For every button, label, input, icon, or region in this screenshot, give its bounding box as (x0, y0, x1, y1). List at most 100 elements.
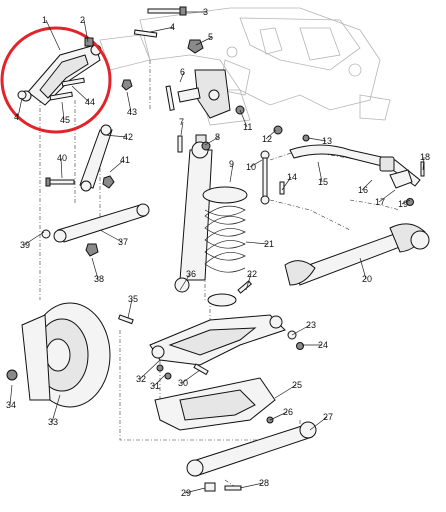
callout-label-c39: 39 (20, 240, 30, 250)
callout-label-c40: 40 (57, 153, 67, 163)
leader-line-c45 (61, 101, 65, 121)
callout-label-c38: 38 (94, 274, 104, 284)
callout-label-c24: 24 (318, 340, 328, 350)
leader-line-c15 (317, 161, 323, 183)
callout-label-c20: 20 (362, 274, 372, 284)
callout-label-c13: 13 (322, 136, 332, 146)
nut-2 (84, 37, 94, 47)
callout-label-c23: 23 (306, 320, 316, 330)
bolt-35 (117, 314, 134, 325)
nut-31 (164, 372, 172, 380)
leader-line-c23 (291, 324, 311, 336)
callout-label-c42: 42 (123, 132, 133, 142)
lower-shield (154, 377, 276, 431)
leader-line-c31 (153, 374, 166, 387)
callout-label-c36: 36 (186, 269, 196, 279)
callout-label-c3: 3 (203, 7, 208, 17)
callout-label-c6: 6 (180, 67, 185, 77)
bolt-44 (61, 77, 85, 87)
bolt-30 (193, 363, 209, 376)
nut-5 (187, 39, 204, 54)
leader-line-c37 (99, 229, 123, 243)
leader-line-c17 (378, 189, 396, 203)
callout-label-c4b: 4 (14, 112, 19, 122)
leader-line-c26 (269, 411, 288, 421)
clamp-17 (389, 169, 413, 189)
callout-label-c1: 1 (42, 15, 47, 25)
bolt-28 (224, 485, 242, 491)
callout-leaders (9, 11, 425, 494)
bushing-4-left (17, 90, 27, 100)
nut-32 (156, 364, 164, 372)
callout-label-c17: 17 (375, 197, 385, 207)
leader-line-c1 (45, 19, 61, 51)
callout-label-c16: 16 (358, 185, 368, 195)
leader-line-c34 (9, 384, 13, 406)
nut-14 (279, 181, 285, 195)
callout-label-c28: 28 (259, 478, 269, 488)
drive-shaft (284, 223, 430, 286)
leader-line-c39 (23, 231, 45, 246)
leader-line-c28 (239, 482, 264, 489)
bolt-45 (49, 91, 73, 101)
leader-line-c4b (17, 97, 23, 118)
leader-line-c13 (307, 137, 327, 142)
nut-24 (296, 342, 304, 350)
callout-label-c45: 45 (60, 115, 70, 125)
bolt-40 (45, 177, 75, 187)
callout-label-c18: 18 (420, 152, 430, 162)
bolt-18 (420, 161, 425, 177)
leader-line-c19 (401, 199, 411, 205)
nut-38 (85, 243, 99, 257)
nut-8 (201, 141, 211, 151)
callout-label-c10: 10 (246, 162, 256, 172)
callout-label-c2: 2 (80, 15, 85, 25)
leader-line-c33 (51, 394, 61, 423)
upper-bracket (177, 69, 231, 119)
callout-label-c14: 14 (287, 172, 297, 182)
leader-line-c35 (127, 298, 133, 319)
toe-link (186, 421, 317, 477)
leader-line-c9 (229, 163, 234, 183)
leader-line-c20 (359, 257, 367, 280)
callout-label-c30: 30 (178, 378, 188, 388)
leader-line-c30 (181, 369, 201, 384)
callout-label-c33: 33 (48, 417, 58, 427)
leader-line-c21 (245, 241, 269, 245)
leader-line-c44 (71, 85, 90, 103)
leader-line-c6 (179, 71, 185, 83)
bushing-16 (379, 156, 395, 172)
callout-label-c35: 35 (128, 294, 138, 304)
leader-line-c40 (60, 157, 63, 179)
bolt-3 (147, 6, 187, 16)
highlight-circle (0, 26, 112, 134)
nut-43 (121, 79, 133, 91)
bushing-29 (204, 482, 216, 492)
callout-label-c11: 11 (243, 122, 252, 132)
callout-label-c27: 27 (323, 412, 333, 422)
callout-label-c15: 15 (318, 177, 328, 187)
callout-label-c34: 34 (6, 400, 16, 410)
bolt-6 (165, 85, 175, 111)
leader-line-c14 (281, 176, 292, 191)
stabilizer-link (260, 150, 270, 205)
leader-line-c27 (309, 416, 328, 431)
callout-label-c22: 22 (247, 269, 257, 279)
nut-34 (6, 369, 18, 381)
bolt-22 (237, 280, 253, 294)
bolt-4-top (133, 29, 158, 38)
callout-label-c5: 5 (208, 32, 213, 42)
leader-line-c16 (361, 179, 373, 191)
callout-label-c26: 26 (283, 407, 293, 417)
callout-label-c29: 29 (181, 488, 191, 498)
bushing-39 (41, 229, 51, 239)
callout-label-c8: 8 (215, 132, 220, 142)
callout-label-c21: 21 (264, 239, 274, 249)
leader-line-c25 (274, 384, 297, 399)
leader-line-c5 (195, 36, 213, 46)
leader-line-c32 (139, 359, 161, 380)
callout-label-c43: 43 (127, 107, 137, 117)
